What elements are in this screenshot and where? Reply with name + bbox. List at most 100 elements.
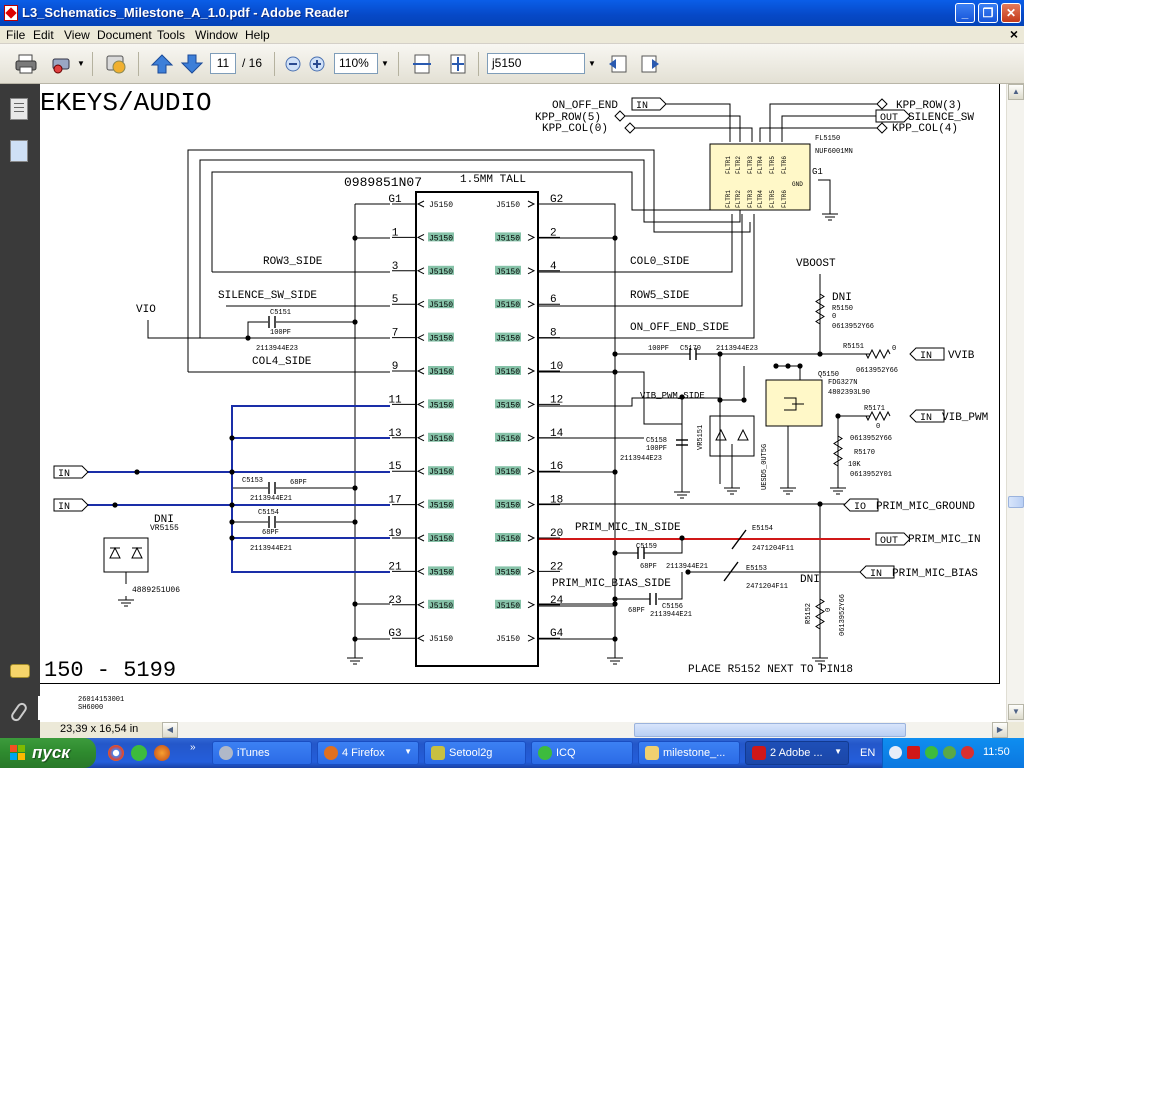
attachments-icon[interactable] <box>9 700 29 724</box>
print-icon[interactable] <box>14 53 38 75</box>
search-input[interactable]: j5150 <box>487 53 585 74</box>
junction-dot <box>612 235 618 241</box>
task-milestone-folder[interactable]: milestone_... <box>638 741 740 765</box>
junction-dot <box>685 569 691 575</box>
zoom-input[interactable]: 110% <box>334 53 378 74</box>
previous-page-icon[interactable] <box>150 53 174 75</box>
menu-window[interactable]: Window <box>195 28 238 42</box>
page-right-border <box>999 84 1000 684</box>
sheet-label-block: 26014153001 SH6000 <box>38 696 128 720</box>
connector-pin-arrow-left <box>416 434 425 442</box>
comments-icon[interactable] <box>10 664 30 678</box>
connector-pin-number-right: 20 <box>550 528 563 540</box>
connector-pin-ref-right: J5150 <box>496 535 520 544</box>
tray-security-icon[interactable] <box>961 746 974 759</box>
label-r5152: R5152 <box>805 603 813 624</box>
junction-dot <box>797 363 803 369</box>
bookmarks-icon[interactable] <box>10 140 28 162</box>
document-close-icon[interactable]: × <box>1009 26 1018 42</box>
zoom-dropdown-icon[interactable]: ▼ <box>381 59 389 68</box>
pin-highlight <box>495 533 521 542</box>
page-size-readout: 23,39 x 16,54 in <box>60 723 139 735</box>
language-indicator[interactable]: EN <box>860 747 876 759</box>
next-page-icon[interactable] <box>180 53 204 75</box>
menu-file[interactable]: File <box>6 28 26 42</box>
pages-icon[interactable] <box>10 98 28 120</box>
connector-pin-arrow-left <box>416 534 425 542</box>
scroll-down-icon[interactable]: ▼ <box>1008 704 1024 720</box>
adobe-reader-icon <box>4 5 18 21</box>
toolbar-separator <box>274 52 275 76</box>
minimize-button[interactable]: _ <box>955 3 975 23</box>
printer-dropdown-icon[interactable]: ▼ <box>77 59 85 68</box>
port-vvib-label: IN <box>920 351 932 362</box>
quicklaunch-more-icon[interactable]: » <box>190 742 196 753</box>
menu-tools[interactable]: Tools <box>157 28 186 42</box>
scroll-left-icon[interactable]: ◀ <box>162 722 178 738</box>
zoom-out-icon[interactable] <box>282 53 306 75</box>
firefox-quicklaunch-icon[interactable] <box>154 745 170 761</box>
connector-pin-number-right: 8 <box>550 328 557 340</box>
pin-highlight <box>495 566 521 576</box>
scroll-right-icon[interactable]: ▶ <box>992 722 1008 738</box>
fit-width-icon[interactable] <box>410 53 434 75</box>
tray-adobe-icon[interactable] <box>907 746 920 759</box>
sheet-label-2: SH6000 <box>78 704 104 712</box>
label-c5156-pn: 2113944E21 <box>650 611 692 619</box>
menu-document[interactable]: Document <box>97 28 152 42</box>
zoom-in-icon[interactable] <box>306 53 330 75</box>
fit-page-icon[interactable] <box>446 53 470 75</box>
label-kpp-row3: KPP_ROW(3) <box>896 100 962 112</box>
resistor <box>865 348 891 360</box>
label-r5151: R5151 <box>843 343 864 351</box>
horizontal-scroll-thumb[interactable] <box>634 723 906 737</box>
page-number-input[interactable]: 11 <box>210 53 236 74</box>
task-firefox[interactable]: 4 Firefox ▼ <box>317 741 419 765</box>
label-c5154-value: 68PF <box>262 529 279 537</box>
connector-pin-arrow-right <box>527 267 536 275</box>
connector-pin-ref-right: J5150 <box>496 368 520 377</box>
label-vr5155: VR5155 <box>150 524 179 533</box>
chrome-icon[interactable] <box>108 745 124 761</box>
diode-array-left <box>103 537 149 584</box>
pin-highlight <box>428 332 454 342</box>
tray-expand-icon[interactable] <box>889 746 902 759</box>
connector-pin-arrow-left <box>416 634 425 642</box>
close-button[interactable]: ✕ <box>1001 3 1021 23</box>
junction-dot <box>817 351 823 357</box>
status-bar: 23,39 x 16,54 in ◀ ▶ <box>40 722 1024 738</box>
vertical-scrollbar[interactable]: ▲ ▼ <box>1006 84 1024 722</box>
tray-network-icon[interactable] <box>943 746 956 759</box>
find-previous-icon[interactable] <box>606 53 630 75</box>
menu-bar: File Edit View Document Tools Window Hel… <box>0 26 1024 44</box>
tray-icq-icon[interactable] <box>925 746 938 759</box>
search-dropdown-icon[interactable]: ▼ <box>588 59 596 68</box>
scroll-up-icon[interactable]: ▲ <box>1008 84 1024 100</box>
vertical-scroll-thumb[interactable] <box>1008 496 1024 508</box>
label-c5153: C5153 <box>242 477 263 485</box>
label-c5154-pn: 2113944E21 <box>250 545 292 553</box>
junction-dot <box>679 535 685 541</box>
placement-note: PLACE R5152 NEXT TO PIN18 <box>688 664 853 676</box>
menu-view[interactable]: View <box>64 28 90 42</box>
printer-setup-icon[interactable] <box>50 53 74 75</box>
icq-quicklaunch-icon[interactable] <box>131 745 147 761</box>
connector-pin-number-left: 3 <box>392 261 399 273</box>
task-icq[interactable]: ICQ <box>531 741 633 765</box>
update-icon[interactable] <box>104 53 128 75</box>
horizontal-scrollbar[interactable]: ◀ ▶ <box>162 722 1008 738</box>
windows-flag-icon <box>10 745 26 761</box>
label-filter-gnd: GND <box>792 181 803 188</box>
find-next-icon[interactable] <box>638 53 662 75</box>
pin-highlight <box>495 432 521 442</box>
task-setool2g[interactable]: Setool2g <box>424 741 526 765</box>
menu-edit[interactable]: Edit <box>33 28 54 42</box>
label-dni-r5152: DNI <box>800 574 820 586</box>
menu-help[interactable]: Help <box>245 28 270 42</box>
start-button[interactable]: пуск <box>0 738 96 768</box>
task-adobe-reader[interactable]: 2 Adobe ... ▼ <box>745 741 849 765</box>
restore-button[interactable]: ❐ <box>978 3 998 23</box>
task-itunes[interactable]: iTunes <box>212 741 312 765</box>
port-prim-mic-ground-label: IO <box>854 502 866 513</box>
